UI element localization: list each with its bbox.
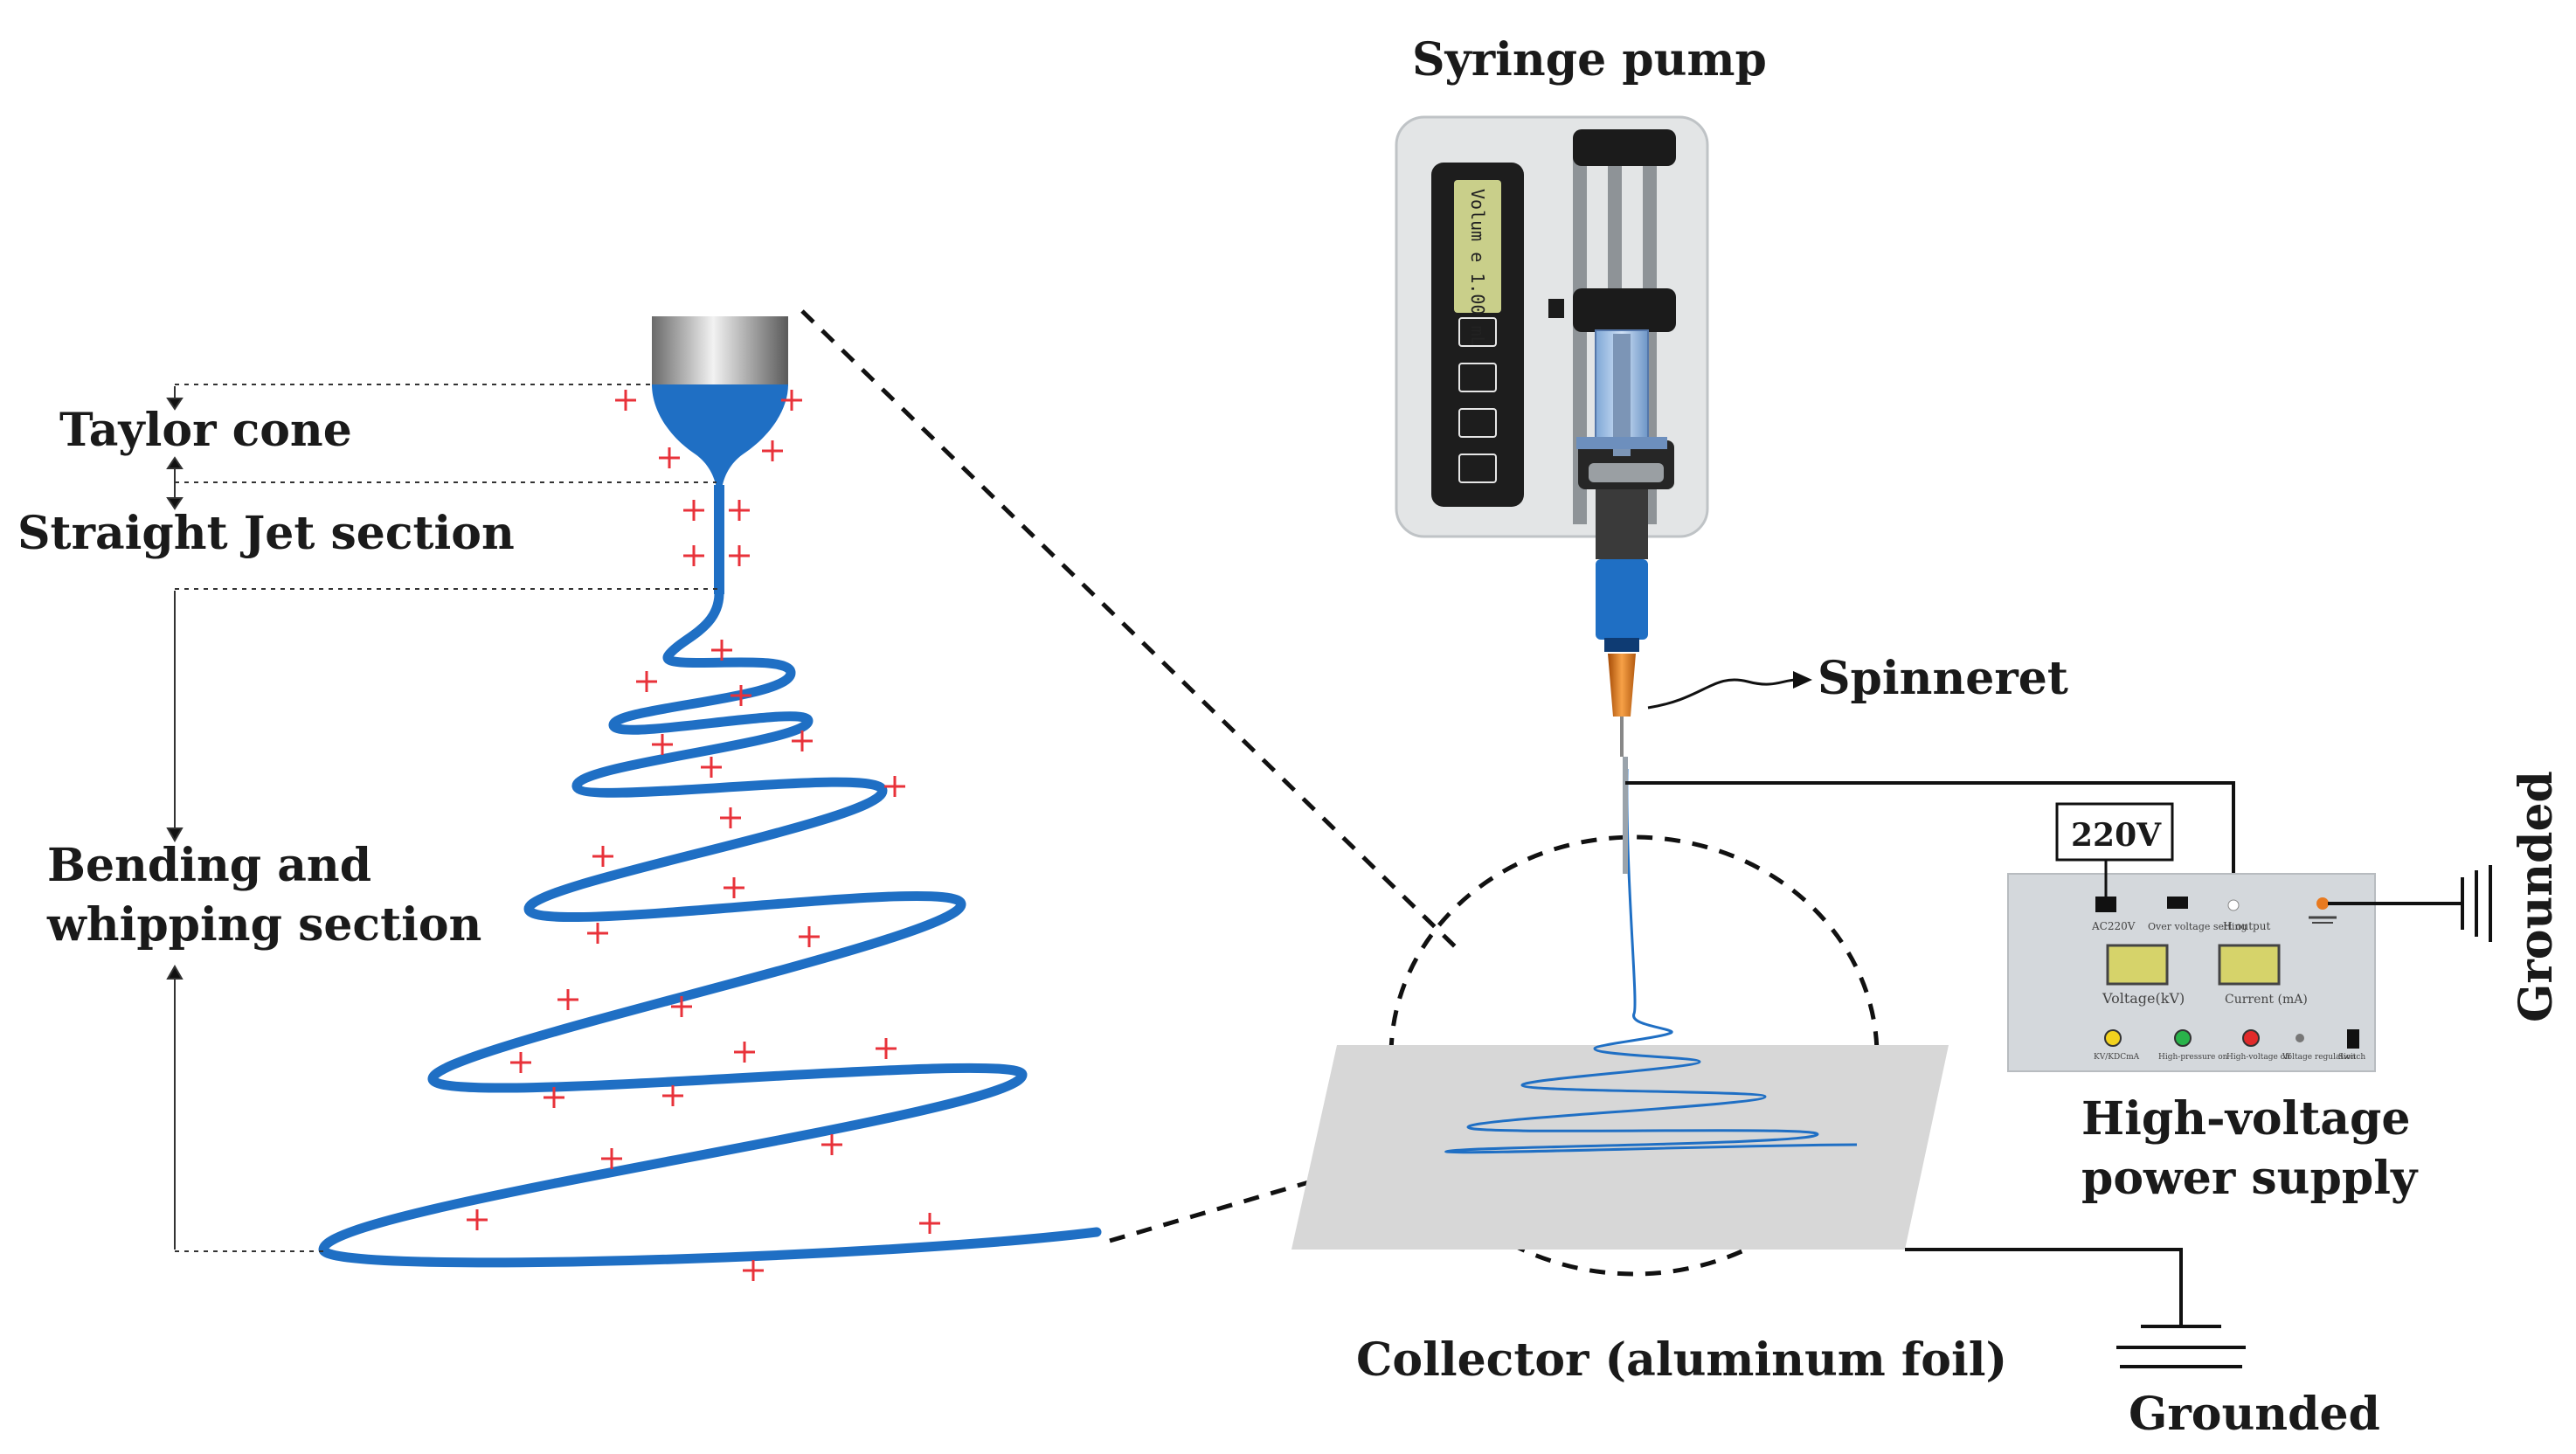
taylor-cone-shape: [652, 384, 788, 489]
spinneret-label: Spinneret: [1818, 652, 2068, 705]
current-meter: [2218, 944, 2281, 986]
positive-charge-icon: [884, 776, 905, 797]
positive-charge-icon: [919, 1213, 940, 1234]
positive-charge-icon: [592, 846, 613, 867]
positive-charge-icon: [557, 989, 578, 1010]
led-label-1: KV/KDCmA: [2094, 1053, 2140, 1062]
positive-charge-icon: [601, 1148, 622, 1169]
bending-label-2: whipping section: [46, 898, 481, 952]
collector-ground-icon: [1905, 1248, 2246, 1368]
positive-charge-icon: [701, 757, 722, 778]
positive-charge-icon: [662, 1085, 683, 1106]
hv-label-1: High-voltage: [2081, 1092, 2410, 1146]
current-meter-label: Current (mA): [2225, 993, 2308, 1007]
pump-button-2[interactable]: [1458, 363, 1497, 392]
power-switch[interactable]: [2347, 1029, 2359, 1049]
led-label-5: Switch: [2338, 1053, 2365, 1062]
bending-label-1: Bending and: [47, 839, 371, 892]
ac-label: AC220V: [2091, 920, 2136, 932]
grounded-right-label: Grounded: [2510, 771, 2563, 1022]
voltage-meter: [2106, 944, 2169, 986]
hv-power-supply: AC220V Over voltage setting H output Vol…: [2007, 873, 2376, 1072]
positive-charge-icon: [544, 1087, 564, 1108]
pump-display-text: Volum e 1.00 mL: [1467, 189, 1488, 347]
jet-detail: [318, 316, 1102, 1281]
positive-charge-icon: [781, 390, 802, 411]
v220-label: 220V: [2071, 817, 2162, 854]
hv-wire: [1625, 781, 2235, 905]
syringe-pump: Volum e 1.00 mL: [1395, 115, 1709, 874]
positive-charge-icon: [587, 923, 608, 944]
positive-charge-icon: [636, 671, 657, 692]
positive-charge-icon: [729, 500, 750, 521]
positive-charge-icon: [711, 640, 732, 661]
pump-button-1[interactable]: [1458, 317, 1497, 347]
positive-charge-icon: [720, 807, 741, 828]
positive-charge-icon: [731, 685, 751, 706]
positive-charge-icon: [615, 390, 636, 411]
led-green: [2174, 1029, 2192, 1047]
supply-ground-icon: [2328, 865, 2492, 942]
charge-markers: [467, 390, 940, 1281]
hv-output-terminal: [2227, 899, 2240, 911]
pump-button-3[interactable]: [1458, 408, 1497, 438]
ground-terminal: [2316, 897, 2329, 910]
over-voltage-label: Over voltage setting: [2148, 921, 2247, 932]
positive-charge-icon: [821, 1134, 842, 1155]
led-label-4: Voltage regulation: [2282, 1053, 2356, 1062]
collector-fiber: [1444, 768, 1858, 1154]
positive-charge-icon: [683, 545, 704, 566]
positive-charge-icon: [729, 545, 750, 566]
collector-foil: [1291, 1045, 1949, 1250]
positive-charge-icon: [683, 500, 704, 521]
positive-charge-icon: [734, 1042, 755, 1063]
positive-charge-icon: [792, 730, 813, 751]
positive-charge-icon: [652, 734, 673, 755]
led-label-2: High-pressure on: [2158, 1053, 2228, 1062]
pump-display: [1454, 180, 1501, 313]
positive-charge-icon: [762, 440, 783, 461]
led-red: [2242, 1029, 2260, 1047]
positive-charge-icon: [876, 1038, 897, 1059]
collector-label: Collector (aluminum foil): [1356, 1333, 2007, 1387]
v220-box: [2055, 802, 2174, 862]
taylor-cone-label: Taylor cone: [59, 404, 352, 457]
positive-charge-icon: [659, 447, 680, 468]
positive-charge-icon: [799, 926, 820, 947]
nozzle-icon: [652, 316, 788, 386]
led-yellow: [2104, 1029, 2122, 1047]
spinneret-pointer: [1647, 678, 1797, 710]
positive-charge-icon: [510, 1052, 531, 1073]
positive-charge-icon: [671, 996, 692, 1017]
positive-charge-icon: [743, 1260, 764, 1281]
syringe-pump-label: Syringe pump: [1412, 33, 1767, 87]
straight-jet-label: Straight Jet section: [17, 507, 515, 560]
hv-output-label: H output: [2223, 920, 2270, 932]
led-gray: [2296, 1034, 2304, 1042]
positive-charge-icon: [724, 877, 744, 898]
voltage-meter-label: Voltage(kV): [2102, 990, 2185, 1007]
spinneret-needle: [1608, 654, 1636, 717]
ac-socket-icon: [2095, 897, 2116, 912]
over-voltage-indicator: [2167, 897, 2188, 909]
hv-label-2: power supply: [2081, 1152, 2419, 1205]
dimension-guides: [166, 384, 718, 1252]
pump-button-4[interactable]: [1458, 454, 1497, 483]
whipping-spiral: [318, 589, 1102, 1268]
positive-charge-icon: [467, 1209, 488, 1230]
grounded-bottom-label: Grounded: [2129, 1388, 2380, 1441]
led-label-3: High-voltage off: [2226, 1053, 2291, 1062]
